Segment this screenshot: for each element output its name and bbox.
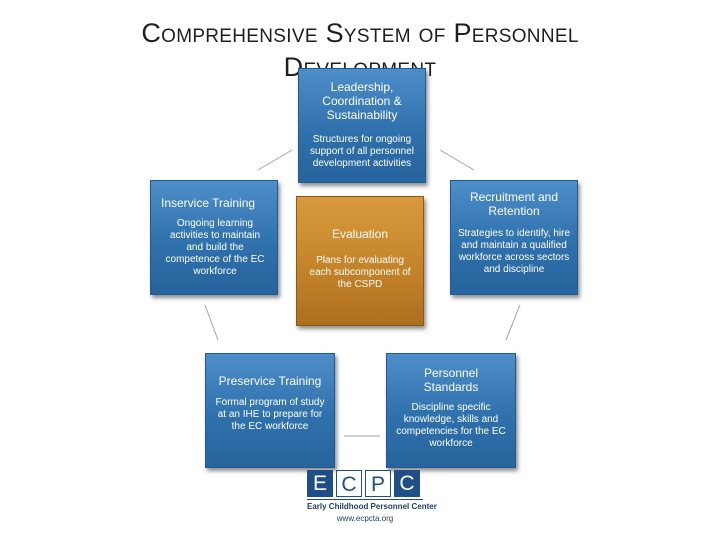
connector-line [257, 149, 293, 171]
logo-letter-c: C [336, 470, 362, 497]
ecpc-logo: E C P C Early Childhood Personnel Center… [307, 470, 437, 536]
node-leadership: Leadership, Coordination & Sustainabilit… [298, 68, 426, 183]
logo-org-name: Early Childhood Personnel Center [307, 499, 437, 511]
connector-line [505, 304, 521, 341]
node-inservice: Inservice Training Ongoing learning acti… [150, 180, 278, 295]
node-leadership-title: Leadership, Coordination & Sustainabilit… [322, 80, 402, 122]
node-evaluation-title: Evaluation [331, 227, 389, 241]
node-recruitment-desc: Strategies to identify, hire and maintai… [457, 228, 571, 275]
node-inservice-title: Inservice Training [161, 196, 256, 210]
node-recruitment-title: Recruitment and Retention [469, 190, 559, 218]
node-preservice-title: Preservice Training [218, 374, 322, 388]
title-line-1: Comprehensive System of Personnel [141, 18, 579, 48]
logo-letter-c2: C [394, 470, 420, 497]
node-preservice-desc: Formal program of study at an IHE to pre… [215, 397, 325, 432]
node-leadership-desc: Structures for ongoing support of all pe… [310, 134, 414, 169]
connector-line [204, 304, 219, 341]
logo-letters: E C P C [307, 470, 423, 497]
node-inservice-desc: Ongoing learning activities to maintain … [165, 218, 265, 277]
logo-letter-e: E [307, 470, 333, 497]
node-standards: Personnel Standards Discipline specific … [386, 353, 516, 468]
page-title: Comprehensive System of Personnel Develo… [0, 16, 720, 84]
node-standards-desc: Discipline specific knowledge, skills an… [396, 402, 506, 449]
node-evaluation-desc: Plans for evaluating each subcomponent o… [309, 255, 411, 290]
node-recruitment: Recruitment and Retention Strategies to … [450, 180, 578, 295]
node-preservice: Preservice Training Formal program of st… [205, 353, 335, 468]
logo-url: www.ecpcta.org [336, 514, 394, 523]
connector-line [439, 149, 475, 171]
logo-letter-p: P [365, 470, 391, 497]
node-standards-title: Personnel Standards [423, 366, 479, 394]
node-evaluation: Evaluation Plans for evaluating each sub… [296, 196, 424, 326]
